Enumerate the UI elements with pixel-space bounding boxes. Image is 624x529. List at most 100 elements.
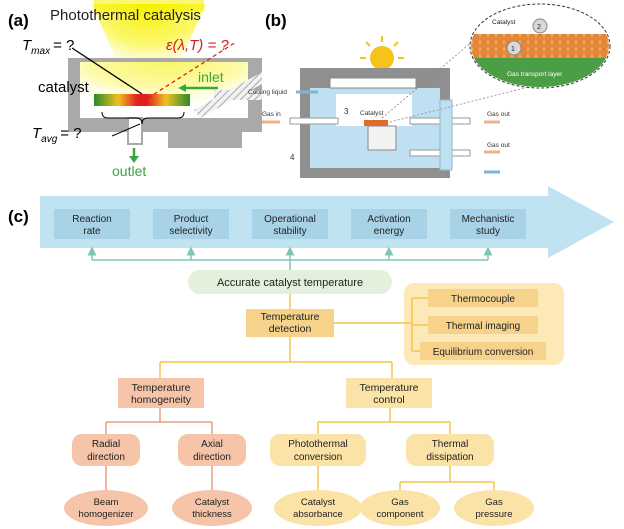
inset-zoom: Catalyst 1 2 Gas transport layer [469, 3, 611, 89]
method-box [428, 289, 538, 307]
gas-out-label-2: Gas out [487, 142, 510, 149]
gas-in-label: Gas in [262, 111, 281, 118]
tavg-label: Tavg= ? [32, 125, 82, 145]
catalyst-thickness-ellipse [172, 490, 252, 526]
outcome-line-1: Reaction [72, 214, 111, 225]
panel-a: (a) Photothermal catalysis Tmax= ? ε(λ,T… [8, 0, 262, 179]
accurate-temperature-pill [188, 270, 392, 294]
axial-line-1: Axial [201, 439, 223, 450]
method-box [420, 342, 546, 360]
outcome-line-1: Product [174, 214, 209, 225]
temperature-detection-box [246, 309, 334, 337]
side-coolant [439, 99, 453, 171]
tmax-label: Tmax= ? [22, 37, 74, 57]
axial-direction-box [178, 434, 246, 466]
yellow-connectors [317, 408, 495, 490]
panel-a-label: (a) [8, 11, 29, 30]
panel-b-label: (b) [265, 11, 287, 30]
outcome-line-2: rate [83, 226, 101, 237]
sample-holder [367, 125, 397, 151]
component-line-1: Gas [391, 497, 409, 508]
accurate-temperature-label: Accurate catalyst temperature [217, 277, 363, 289]
outcome-line-2: energy [374, 226, 405, 237]
salmon-connectors [105, 408, 213, 490]
outcome-box: Mechanistic study [450, 209, 526, 239]
zoom-line-2 [389, 83, 541, 123]
light-source [94, 0, 204, 12]
thickness-line-1: Catalyst [195, 497, 230, 508]
detection-line-1: Temperature [261, 311, 320, 323]
outcome-line-2: study [476, 226, 500, 237]
outcome-box: Activation energy [351, 209, 427, 239]
outcome-line-2: selectivity [169, 226, 212, 237]
temperature-homogeneity-box [118, 378, 204, 408]
inset-marker-1: 1 [511, 46, 515, 53]
teal-connectors [87, 246, 493, 270]
absorbance-line-2: absorbance [293, 509, 343, 520]
panel-a-title: Photothermal catalysis [50, 7, 201, 24]
beam-line-1: Beam [94, 497, 119, 508]
control-line-2: control [373, 394, 405, 406]
radial-line-1: Radial [92, 439, 120, 450]
outlet-pipe [127, 117, 143, 145]
gas-component-ellipse [360, 490, 440, 526]
outcome-boxes: Reaction rate Product selectivity Operat… [54, 209, 526, 239]
outcome-box: Operational stability [252, 209, 328, 239]
tavg-pointer [111, 123, 141, 137]
catalyst-bed [94, 94, 190, 106]
panel-c: (c) Reaction rate Product selectivity Op… [8, 186, 614, 526]
outcome-line-1: Activation [367, 214, 410, 225]
inset-catalyst-label: Catalyst [492, 19, 516, 26]
pressure-line-1: Gas [485, 497, 503, 508]
inset-layer-label: Gas transport layer [507, 71, 563, 78]
outcome-line-1: Mechanistic [462, 214, 515, 225]
zoom-line-1 [381, 29, 487, 119]
absorbance-line-1: Catalyst [301, 497, 336, 508]
emission-line [147, 41, 237, 99]
dissipation-line-1: Thermal [432, 439, 469, 450]
outlet-arrowhead [129, 156, 139, 163]
control-line-1: Temperature [360, 382, 419, 394]
quartz-window [329, 77, 417, 89]
method-equilibrium-conversion: Equilibrium conversion [433, 347, 534, 358]
outcome-box: Reaction rate [54, 209, 130, 239]
average-brace [101, 111, 185, 125]
gas-in-pipe [289, 117, 339, 125]
tmax-pointer [71, 47, 143, 95]
inlet-channel [214, 90, 262, 100]
detection-line-2: detection [269, 323, 312, 335]
photothermal-line-2: conversion [294, 452, 342, 463]
component-line-2: component [376, 509, 423, 520]
panel-b: (b) Cooling liquid Gas in [248, 3, 611, 178]
catalyst-absorbance-ellipse [274, 490, 362, 526]
temperature-control-box [346, 378, 432, 408]
homogeneity-line-1: Temperature [132, 382, 191, 394]
beam-line-2: homogenizer [79, 509, 134, 520]
radial-line-2: direction [87, 452, 125, 463]
thickness-line-2: thickness [192, 509, 232, 520]
dissipation-line-2: dissipation [426, 452, 473, 463]
inlet-arrowhead [178, 84, 186, 92]
inset-marker-2: 2 [537, 24, 541, 31]
marker-4: 4 [290, 153, 295, 162]
beam-homogenizer-ellipse [64, 490, 148, 526]
catalyst-label: catalyst [38, 79, 90, 96]
gas-pressure-ellipse [454, 490, 534, 526]
pressure-line-2: pressure [476, 509, 513, 520]
method-box [428, 316, 538, 334]
photothermal-line-1: Photothermal [288, 439, 347, 450]
thermal-dissipation-box [406, 434, 494, 466]
panel-c-label: (c) [8, 207, 29, 226]
photothermal-conversion-box [270, 434, 366, 466]
catalyst-label-b: Catalyst [360, 110, 384, 117]
outcome-box: Product selectivity [153, 209, 229, 239]
method-thermocouple: Thermocouple [451, 294, 515, 305]
method-boxes: Thermocouple Thermal imaging Equilibrium… [420, 289, 546, 360]
catalyst-sample [364, 120, 388, 126]
cooling-liquid-label: Cooling liquid [248, 89, 287, 96]
marker-3: 3 [344, 107, 349, 116]
gas-out-label-1: Gas out [487, 111, 510, 118]
inlet-label: inlet [198, 69, 224, 85]
radial-direction-box [72, 434, 140, 466]
outlet-label: outlet [112, 163, 146, 179]
